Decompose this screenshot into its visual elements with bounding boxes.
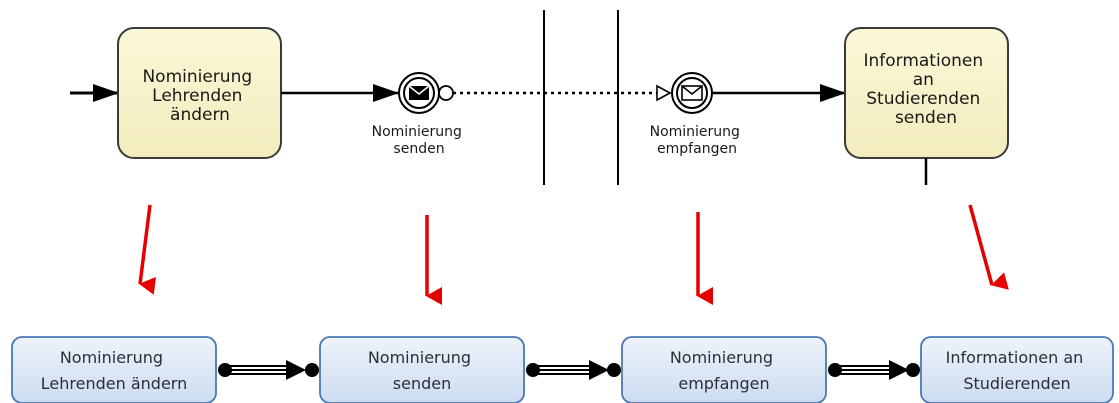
bottom-box-3-line-1: Nominierung — [670, 348, 773, 367]
connector-3 — [828, 360, 920, 380]
task-2-line-1: Informationen — [863, 51, 983, 71]
bottom-box-4-label: Informationen an Studierenden — [946, 348, 1089, 393]
connector-2 — [526, 360, 621, 380]
bottom-box-3-line-2: empfangen — [678, 374, 769, 393]
bottom-box-4[interactable]: Informationen an Studierenden — [920, 336, 1114, 403]
message-flow — [438, 84, 672, 102]
event-nominierung-empfangen[interactable]: Nominierung empfangen — [650, 72, 745, 157]
event-nominierung-senden[interactable]: Nominierung senden — [372, 72, 467, 157]
task-1-line-1: Nominierung — [142, 67, 252, 87]
task-2-label: Informationen an Studierenden senden — [863, 51, 988, 128]
connector-1 — [218, 360, 319, 380]
bottom-box-4-line-2: Studierenden — [963, 374, 1070, 393]
event-receive-line-1: Nominierung — [650, 124, 740, 140]
event-send-line-1: Nominierung — [372, 124, 462, 140]
bottom-box-3-label: Nominierung empfangen — [670, 348, 778, 393]
bottom-box-2-line-2: senden — [393, 374, 451, 393]
bottom-box-1[interactable]: Nominierung Lehrenden ändern — [11, 336, 217, 403]
mapping-arrow-4 — [968, 204, 1009, 290]
event-receive-label: Nominierung empfangen — [650, 124, 745, 157]
task-1-line-3: ändern — [170, 105, 230, 125]
task-nominierung-lehrenden-aendern[interactable]: Nominierung Lehrenden ändern — [117, 27, 282, 159]
bottom-box-1-line-1: Nominierung — [60, 348, 163, 367]
task-2-line-3: Studierenden — [866, 89, 980, 109]
task-2-line-4: senden — [895, 108, 957, 128]
task-1-line-2: Lehrenden — [152, 86, 242, 106]
bottom-box-3[interactable]: Nominierung empfangen — [621, 336, 827, 403]
task-2-line-2: an — [913, 70, 934, 90]
task-1-label: Nominierung Lehrenden ändern — [142, 67, 257, 125]
event-receive-line-2: empfangen — [657, 141, 737, 157]
event-send-line-2: senden — [393, 141, 444, 157]
bottom-box-1-label: Nominierung Lehrenden ändern — [41, 348, 187, 393]
event-send-label: Nominierung senden — [372, 124, 467, 157]
bottom-box-2-line-1: Nominierung — [368, 348, 471, 367]
task-informationen-an-studierenden-senden[interactable]: Informationen an Studierenden senden — [844, 27, 1009, 159]
mapping-arrow-1 — [138, 204, 157, 295]
envelope-filled-icon — [408, 85, 430, 100]
bottom-box-2-label: Nominierung senden — [368, 348, 476, 393]
envelope-outline-icon — [681, 85, 703, 101]
bottom-box-4-line-1: Informationen an — [946, 348, 1084, 367]
bottom-box-1-line-2: Lehrenden ändern — [41, 374, 187, 393]
bottom-box-2[interactable]: Nominierung senden — [319, 336, 525, 403]
